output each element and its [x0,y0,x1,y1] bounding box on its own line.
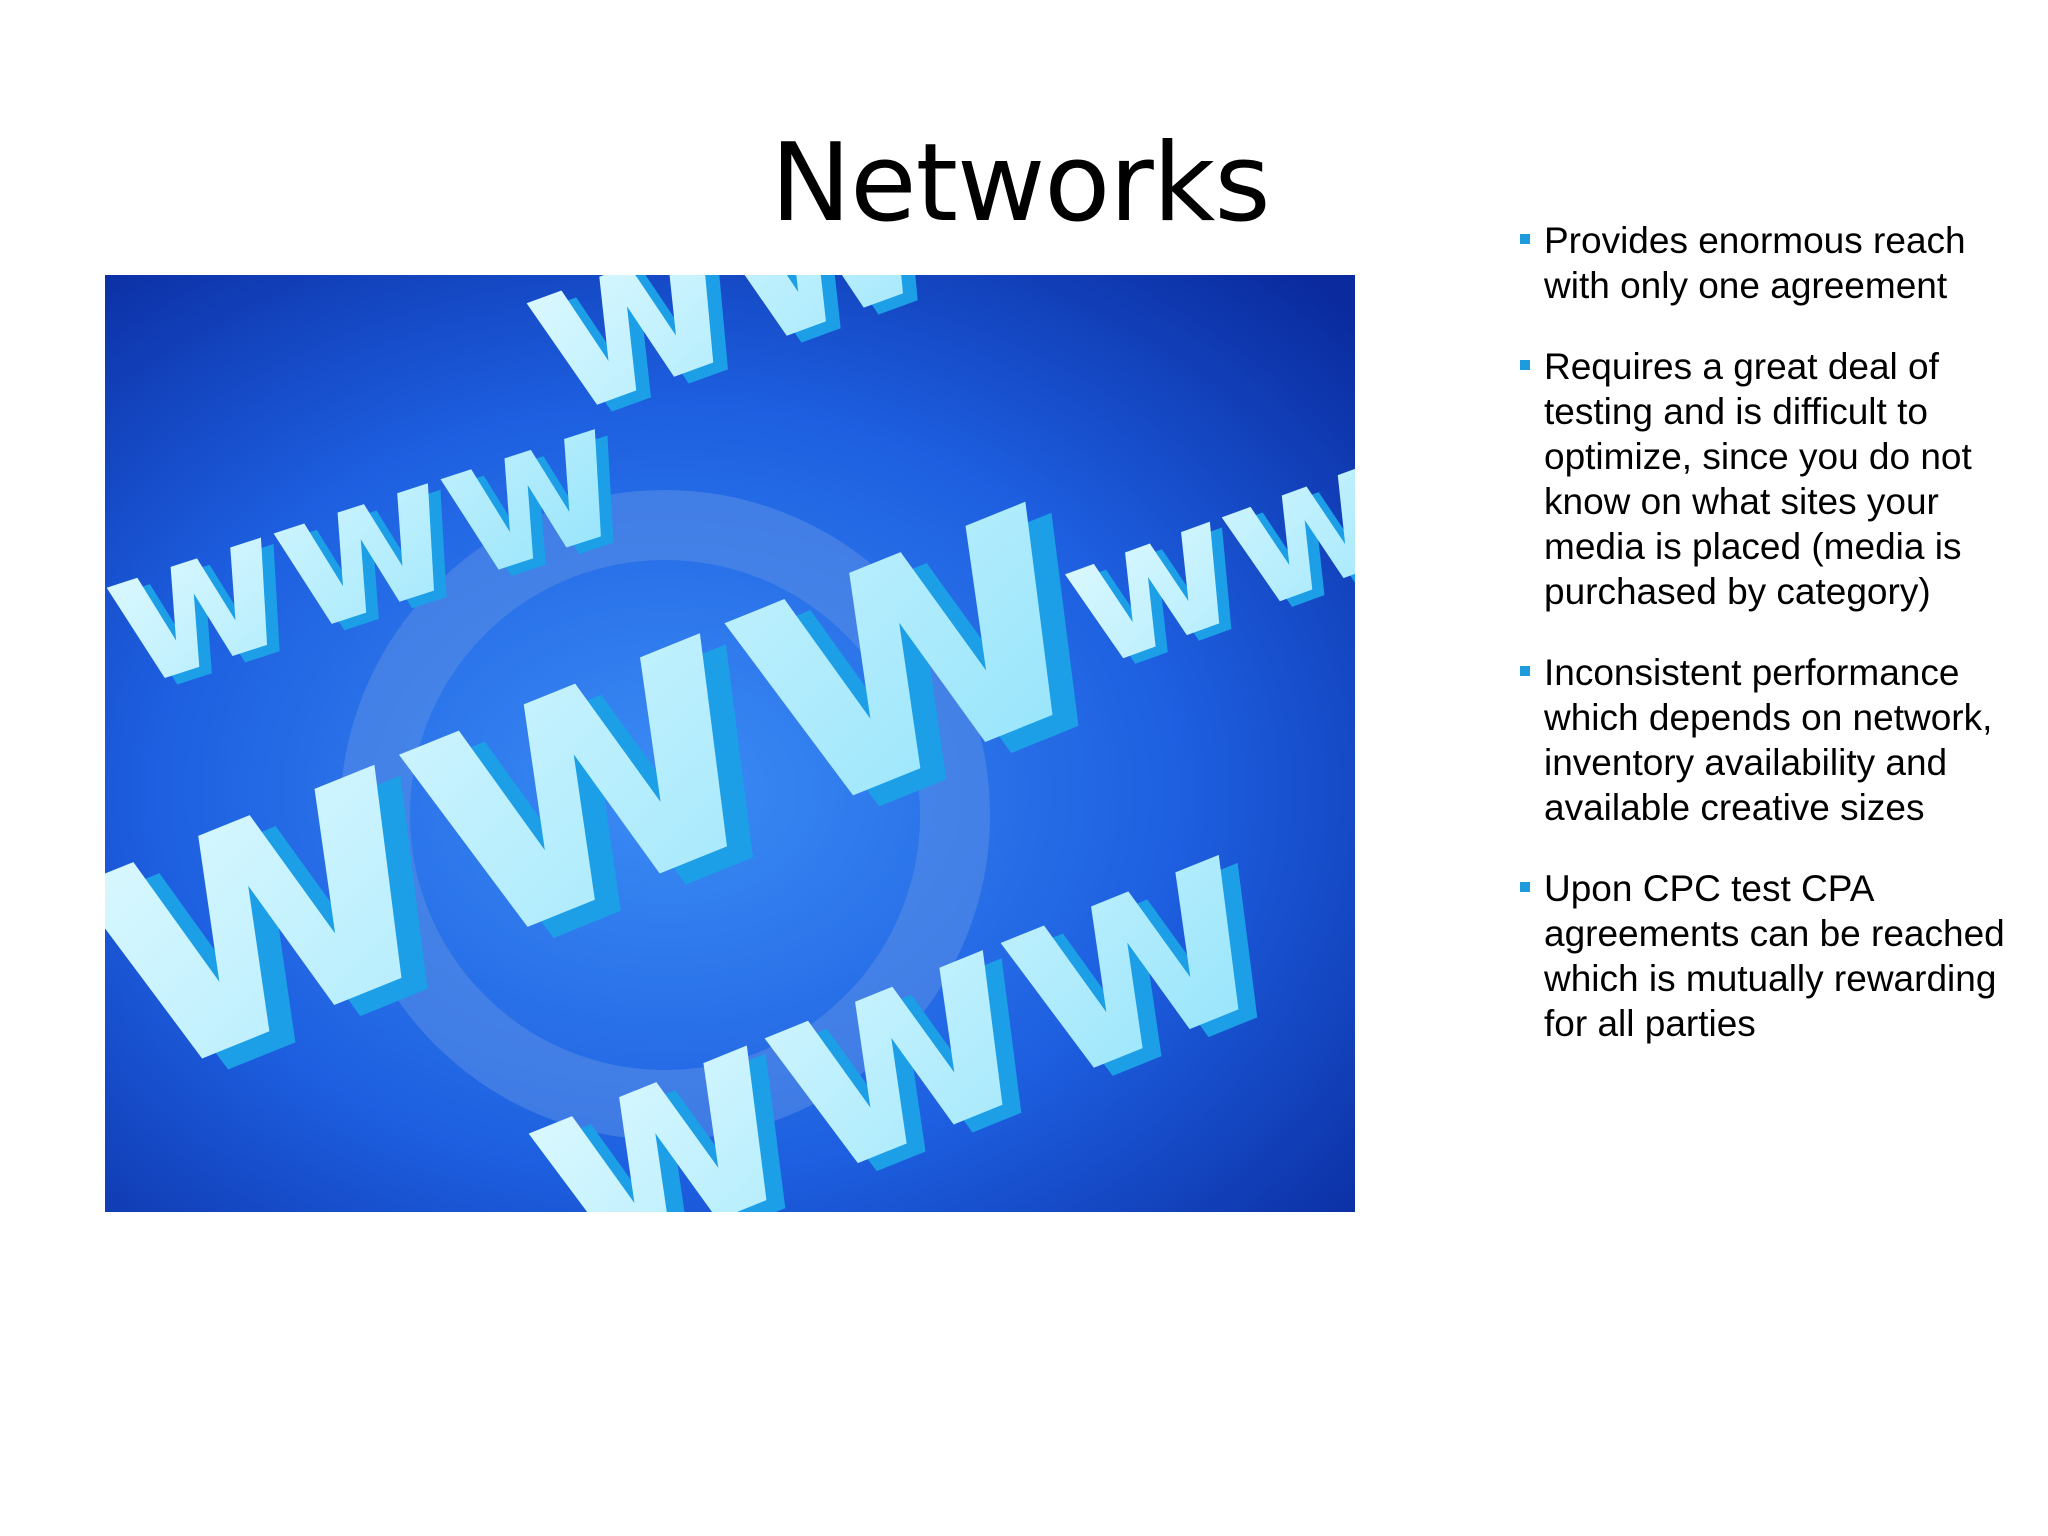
bullet-item: Inconsistent performance which depends o… [1520,650,2030,830]
bullet-text: Inconsistent performance which depends o… [1544,652,1993,828]
bullet-list: Provides enormous reach with only one ag… [1520,218,2030,1082]
bullet-square-icon [1520,666,1530,676]
bullet-item: Provides enormous reach with only one ag… [1520,218,2030,308]
bullet-square-icon [1520,360,1530,370]
www-illustration: www www www www www www www www www www [105,275,1355,1212]
bullet-item: Requires a great deal of testing and is … [1520,344,2030,614]
www-graphic: www www www www www www www www www www [105,275,1355,1212]
bullet-square-icon [1520,882,1530,892]
bullet-text: Upon CPC test CPA agreements can be reac… [1544,868,2005,1044]
slide-title: Networks [770,121,1270,246]
bullet-square-icon [1520,234,1530,244]
bullet-text: Provides enormous reach with only one ag… [1544,220,1966,306]
bullet-text: Requires a great deal of testing and is … [1544,346,1972,612]
bullet-item: Upon CPC test CPA agreements can be reac… [1520,866,2030,1046]
